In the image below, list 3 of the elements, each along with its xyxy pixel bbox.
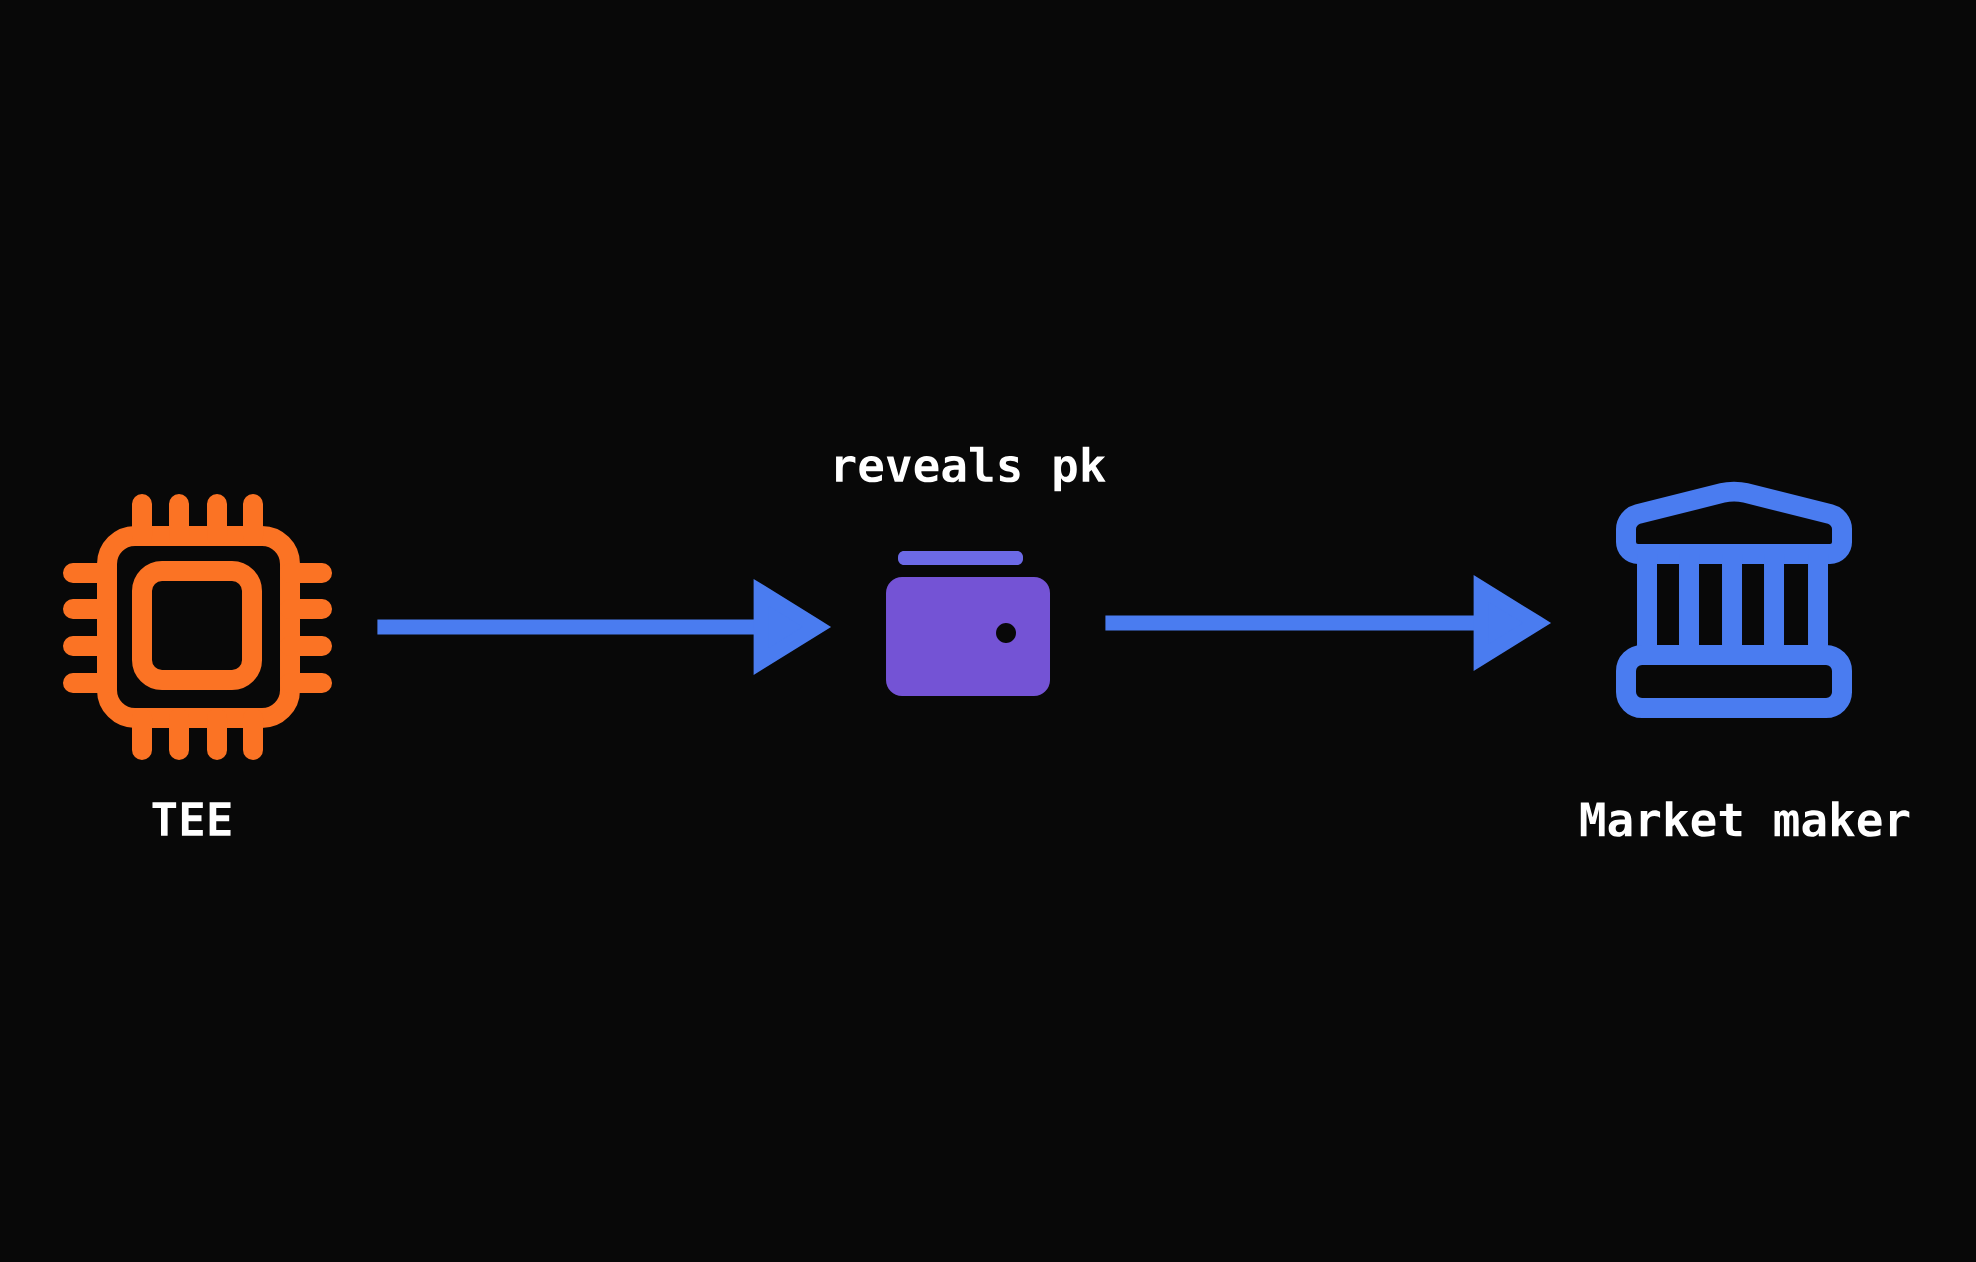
node-label: reveals pk	[836, 446, 1106, 492]
node-label: TEE	[152, 802, 231, 836]
node-label: Market maker	[1580, 801, 1910, 837]
